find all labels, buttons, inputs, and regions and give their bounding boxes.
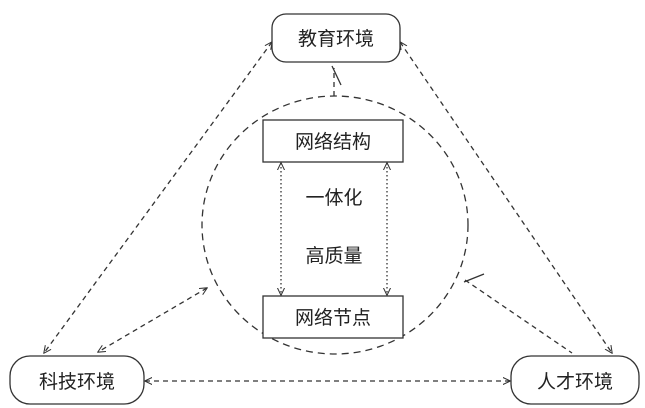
network-structure-label: 网络结构 <box>295 131 371 153</box>
technology-node <box>9 355 145 405</box>
tick-mark-education <box>331 65 342 86</box>
center-circle <box>201 95 469 355</box>
network-structure-box <box>262 119 404 163</box>
talent-node-label: 人才环境 <box>537 371 613 393</box>
network-nodes-box <box>262 295 404 339</box>
connector-education-technology <box>44 42 272 353</box>
education-node-label: 教育环境 <box>298 28 374 50</box>
integration-label: 一体化 <box>305 187 362 209</box>
quality-label: 高质量 <box>305 245 362 267</box>
education-node <box>271 13 401 63</box>
connector-education-talent <box>400 42 612 353</box>
tick-mark-talent <box>463 273 485 283</box>
network-nodes-label: 网络节点 <box>295 307 371 329</box>
connector-circle-technology <box>98 288 207 352</box>
talent-node <box>510 355 640 405</box>
connector-circle-talent <box>464 279 573 354</box>
technology-node-label: 科技环境 <box>39 371 115 393</box>
